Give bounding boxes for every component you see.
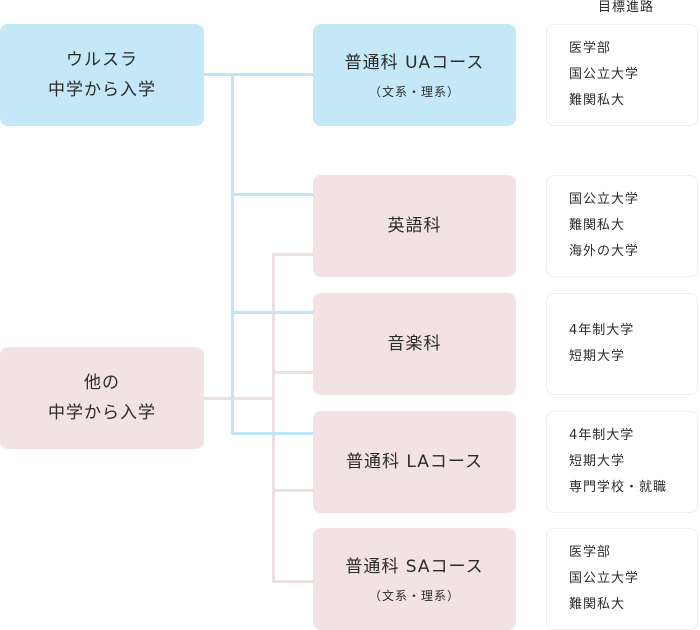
goal-item: 4年制大学 (569, 323, 635, 338)
other-connector-stub (204, 397, 274, 400)
goal-item: 国公立大学 (569, 571, 640, 586)
other-connector-trunk (272, 253, 275, 583)
goal-english-box: 国公立大学 難関私大 海外の大学 (546, 175, 698, 277)
goal-header: 目標進路 (597, 0, 654, 15)
course-sa-name: 普通科 SAコース (345, 556, 484, 577)
goal-item: 難関私大 (569, 218, 626, 233)
goal-item: 医学部 (569, 41, 612, 56)
course-ua-box: 普通科 UAコース （文系・理系） (313, 24, 516, 126)
goal-item: 国公立大学 (569, 67, 640, 82)
source-ulsura-line-1: ウルスラ (66, 50, 138, 70)
other-connector-la (272, 489, 314, 492)
goal-la-box: 4年制大学 短期大学 専門学校・就職 (546, 411, 698, 513)
course-music-name: 音楽科 (387, 334, 442, 354)
goal-item: 短期大学 (569, 349, 626, 364)
course-la-box: 普通科 LAコース (313, 411, 516, 513)
goal-item: 短期大学 (569, 454, 626, 469)
other-connector-sa (272, 580, 314, 583)
source-other-box: 他の 中学から入学 (0, 347, 204, 449)
ulsura-connector-english (231, 193, 314, 196)
course-music-box: 音楽科 (313, 293, 516, 395)
course-sa-box: 普通科 SAコース （文系・理系） (313, 528, 516, 630)
goal-item: 難関私大 (569, 93, 626, 108)
course-sa-sub: （文系・理系） (368, 588, 460, 603)
goal-music-box: 4年制大学 短期大学 (546, 293, 698, 395)
goal-item: 専門学校・就職 (569, 480, 668, 495)
source-ulsura-box: ウルスラ 中学から入学 (0, 24, 204, 126)
goal-item: 医学部 (569, 545, 612, 560)
source-other-line-1: 他の (84, 373, 120, 393)
goal-item: 国公立大学 (569, 192, 640, 207)
goal-item: 4年制大学 (569, 428, 635, 443)
other-connector-music (272, 371, 314, 374)
course-ua-name: 普通科 UAコース (344, 52, 485, 73)
ulsura-connector-trunk (231, 73, 234, 435)
course-ua-sub: （文系・理系） (368, 84, 460, 99)
goal-item: 海外の大学 (569, 244, 640, 259)
course-english-box: 英語科 (313, 175, 516, 277)
course-english-name: 英語科 (387, 216, 442, 236)
source-other-line-2: 中学から入学 (48, 403, 156, 423)
goal-item: 難関私大 (569, 597, 626, 612)
other-connector-english (272, 253, 314, 256)
source-ulsura-line-2: 中学から入学 (48, 80, 156, 100)
goal-ua-box: 医学部 国公立大学 難関私大 (546, 24, 698, 126)
goal-sa-box: 医学部 国公立大学 難関私大 (546, 528, 698, 630)
ulsura-connector-stub (204, 73, 314, 76)
ulsura-connector-music (231, 311, 314, 314)
course-la-name: 普通科 LAコース (345, 452, 484, 472)
ulsura-connector-la (231, 432, 314, 435)
